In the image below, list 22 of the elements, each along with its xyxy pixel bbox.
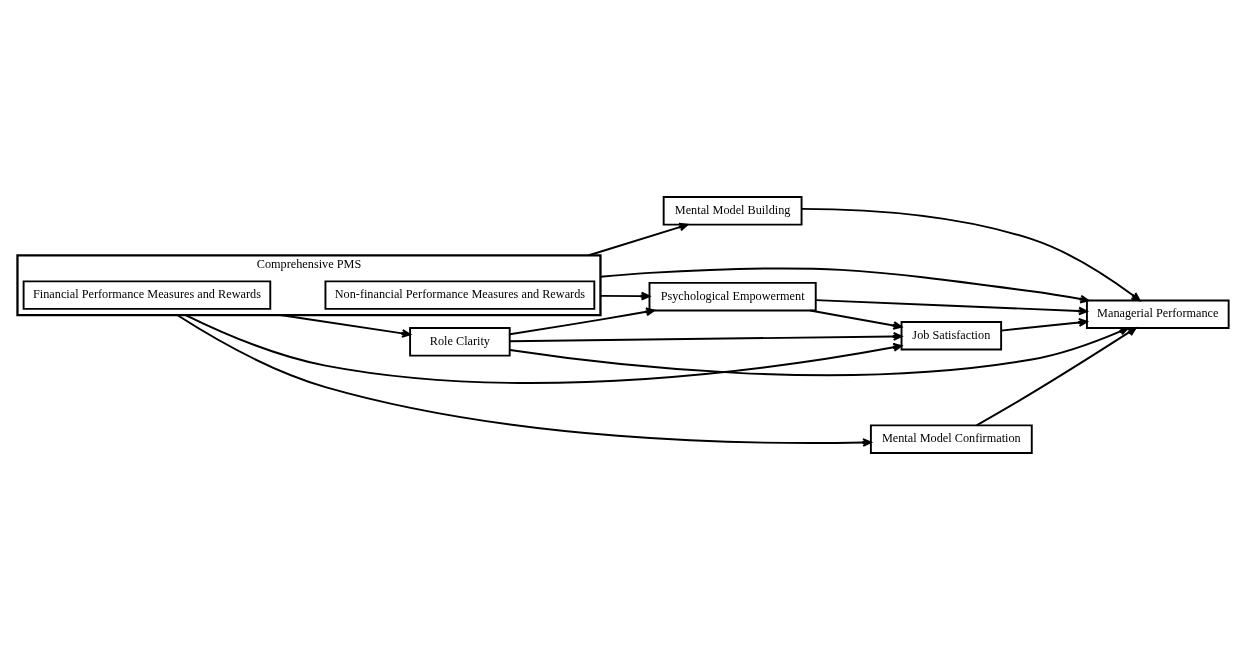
arrow	[508, 306, 656, 335]
arrow	[508, 331, 903, 342]
arrow	[800, 207, 1141, 301]
arrow	[1000, 317, 1088, 332]
node-box: Mental Model Confirmation	[869, 423, 1033, 454]
arrow	[809, 309, 903, 330]
arrow	[509, 326, 1129, 376]
node-box: Financial Performance Measures and Rewards	[22, 279, 272, 310]
node-box: Mental Model Building	[662, 195, 803, 226]
node-box: Role Clarity	[409, 326, 511, 357]
arrow	[184, 313, 903, 384]
node-box: Job Satisfaction	[900, 320, 1003, 350]
arrow	[599, 266, 1090, 303]
arrow	[599, 291, 651, 301]
node-box: Managerial Performance	[1085, 299, 1230, 329]
arrow	[176, 313, 872, 447]
arrow	[975, 326, 1137, 426]
node-box: Psychological Empowerment	[648, 281, 817, 311]
node-box: Non-financial Performance Measures and Rewards	[324, 279, 596, 310]
arrow	[814, 298, 1088, 315]
arrow	[587, 222, 689, 256]
arrow	[279, 313, 411, 338]
